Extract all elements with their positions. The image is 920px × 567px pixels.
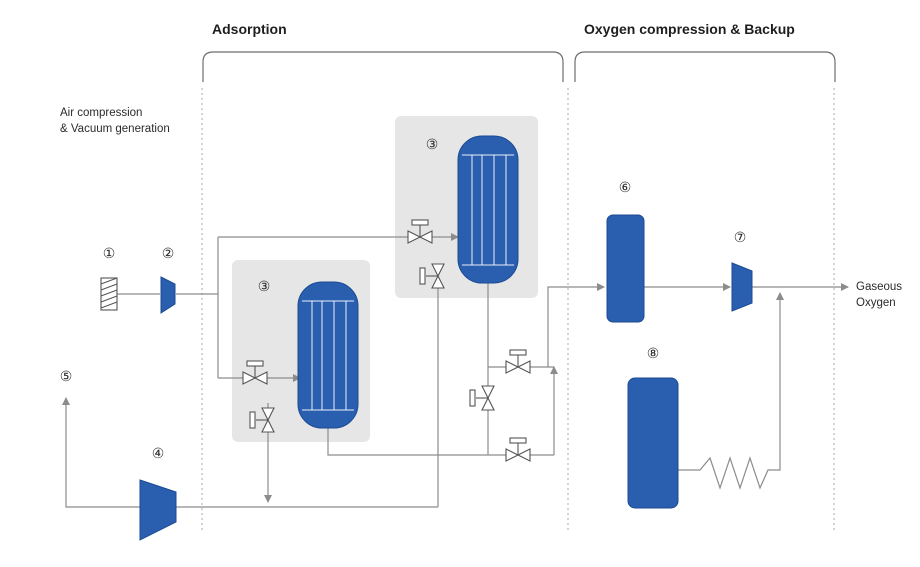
outlet-label-line1: Gaseous bbox=[856, 281, 902, 293]
pipe-backup-vaporizer bbox=[678, 292, 784, 490]
marker-3-upper: ③ bbox=[426, 136, 439, 152]
valve-vacuum-upper-icon bbox=[419, 263, 445, 289]
valve-product-lower-icon bbox=[505, 437, 531, 462]
valve-feed-upper-icon bbox=[407, 219, 433, 244]
marker-4: ④ bbox=[152, 445, 165, 461]
adsorption-bracket bbox=[202, 51, 564, 82]
marker-2: ② bbox=[162, 245, 175, 261]
marker-5: ⑤ bbox=[60, 368, 73, 384]
outlet-label-line2: Oxygen bbox=[856, 297, 896, 309]
vacuum-pump-icon bbox=[139, 479, 177, 541]
buffer-tank-icon bbox=[606, 214, 645, 323]
marker-6: ⑥ bbox=[619, 179, 632, 195]
marker-1: ① bbox=[103, 245, 116, 261]
valve-product-upper-icon bbox=[505, 349, 531, 374]
air-blower-icon bbox=[160, 276, 176, 314]
section-title-oxygen-backup: Oxygen compression & Backup bbox=[584, 21, 795, 37]
backup-tank-icon bbox=[627, 377, 679, 509]
marker-8: ⑧ bbox=[647, 345, 660, 361]
pipe-to-buffer bbox=[547, 283, 605, 367]
pipe-exhaust bbox=[62, 397, 140, 508]
air-compression-label: Air compression bbox=[60, 107, 142, 119]
vacuum-generation-label: & Vacuum generation bbox=[60, 123, 170, 135]
adsorber-upper-icon bbox=[457, 135, 519, 284]
valve-equalization-icon bbox=[469, 385, 495, 411]
inlet-filter-icon bbox=[100, 277, 118, 311]
marker-7: ⑦ bbox=[734, 229, 747, 245]
pipe-lower-outlet bbox=[327, 428, 554, 456]
valve-vacuum-lower-icon bbox=[249, 407, 275, 433]
marker-3-lower: ③ bbox=[258, 278, 271, 294]
section-title-adsorption: Adsorption bbox=[212, 21, 287, 37]
oxygen-compressor-icon bbox=[731, 262, 753, 312]
valve-feed-lower-icon bbox=[242, 360, 268, 385]
adsorber-lower-icon bbox=[297, 281, 359, 429]
oxygen-backup-bracket bbox=[574, 51, 836, 82]
